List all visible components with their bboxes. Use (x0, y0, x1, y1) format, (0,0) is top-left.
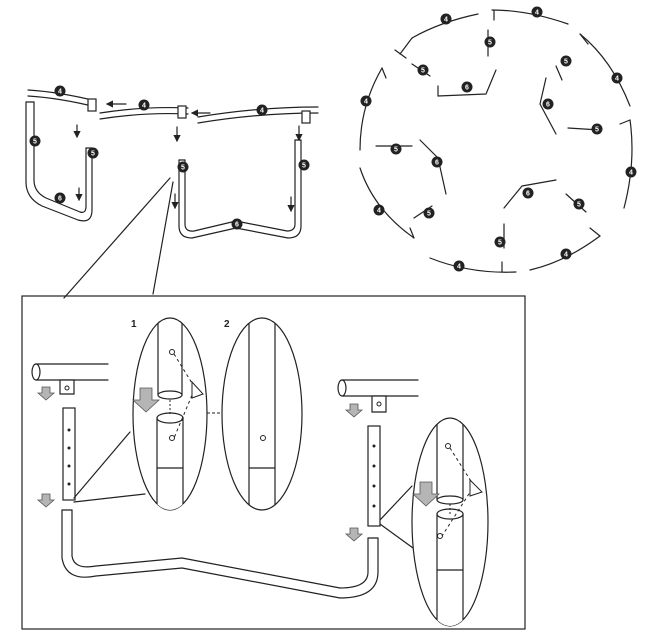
part-badge-5: 5 (417, 64, 429, 76)
svg-text:4: 4 (615, 76, 619, 83)
svg-text:4: 4 (535, 10, 539, 17)
down-arrow-icon (36, 386, 56, 401)
svg-text:6: 6 (465, 85, 469, 92)
part-badge-5: 5 (560, 55, 572, 67)
detail-panel (21, 295, 526, 630)
callout-line (63, 177, 171, 299)
svg-text:6: 6 (235, 222, 239, 229)
part-badge-5: 5 (29, 135, 41, 147)
svg-text:4: 4 (364, 99, 368, 106)
part-badge-4: 4 (560, 248, 572, 260)
svg-text:4: 4 (260, 108, 264, 115)
warning-triangle-icon (191, 380, 204, 399)
svg-text:6: 6 (58, 196, 62, 203)
part-badge-6: 6 (461, 81, 473, 93)
down-arrow-icon (344, 527, 364, 542)
part-badge-4: 4 (453, 260, 465, 272)
svg-text:6: 6 (546, 102, 550, 109)
part-badge-4: 4 (531, 6, 543, 18)
part-badge-4: 4 (611, 72, 623, 84)
part-badge-5: 5 (573, 198, 585, 210)
part-badge-4: 4 (256, 104, 268, 116)
frame-assembly-view: 4 4 4 5 5 5 5 6 6 (25, 85, 319, 239)
part-badge-4: 4 (625, 166, 637, 178)
part-badge-6: 6 (542, 98, 554, 110)
svg-text:4: 4 (457, 264, 461, 271)
part-badge-6: 6 (431, 156, 443, 168)
part-badge-5: 5 (591, 123, 603, 135)
callout-line (152, 181, 174, 295)
ring-layout-view: 4 4 4 4 4 4 4 4 5 5 5 5 5 5 5 5 6 6 6 6 (359, 6, 637, 273)
part-badge-5: 5 (298, 159, 310, 171)
svg-text:5: 5 (181, 165, 185, 172)
detail-assembly: 1 2 (31, 317, 489, 627)
part-badge-5: 5 (484, 36, 496, 48)
step-label-2: 2 (224, 319, 230, 330)
down-arrow-icon (344, 403, 364, 418)
part-badge-5: 5 (87, 147, 99, 159)
part-badge-4: 4 (360, 95, 372, 107)
part-badge-4: 4 (373, 204, 385, 216)
svg-text:5: 5 (488, 40, 492, 47)
down-arrow-icon (36, 493, 56, 508)
svg-text:4: 4 (142, 103, 146, 110)
part-badge-6: 6 (231, 218, 243, 230)
svg-text:5: 5 (91, 151, 95, 158)
warning-triangle-icon (469, 478, 483, 497)
u-base-tube (61, 509, 379, 599)
part-badge-6: 6 (522, 187, 534, 199)
svg-text:5: 5 (427, 211, 431, 218)
svg-text:6: 6 (526, 191, 530, 198)
svg-text:6: 6 (435, 160, 439, 167)
svg-text:4: 4 (564, 252, 568, 259)
part-badge-5: 5 (177, 161, 189, 173)
part-badge-4: 4 (440, 13, 452, 25)
svg-text:5: 5 (302, 163, 306, 170)
svg-text:5: 5 (595, 127, 599, 134)
down-arrow-icon (411, 481, 441, 507)
svg-text:5: 5 (421, 68, 425, 75)
svg-text:5: 5 (498, 240, 502, 247)
part-badge-4: 4 (138, 99, 150, 111)
svg-text:4: 4 (629, 170, 633, 177)
leg-tube-left (62, 407, 76, 501)
svg-text:5: 5 (577, 202, 581, 209)
part-badge-5: 5 (494, 236, 506, 248)
step-label-1: 1 (131, 319, 137, 330)
part-badge-6: 6 (54, 192, 66, 204)
svg-text:4: 4 (58, 89, 62, 96)
svg-text:5: 5 (564, 59, 568, 66)
svg-text:4: 4 (377, 208, 381, 215)
detail-lens-step-2 (221, 317, 303, 511)
leg-tube-right (367, 425, 381, 527)
part-badge-5: 5 (423, 207, 435, 219)
leg-u-left (25, 101, 93, 222)
part-badge-5: 5 (390, 143, 402, 155)
svg-text:5: 5 (394, 147, 398, 154)
down-arrow-icon (131, 387, 161, 413)
svg-text:4: 4 (444, 17, 448, 24)
svg-text:5: 5 (33, 139, 37, 146)
part-badge-4: 4 (54, 85, 66, 97)
